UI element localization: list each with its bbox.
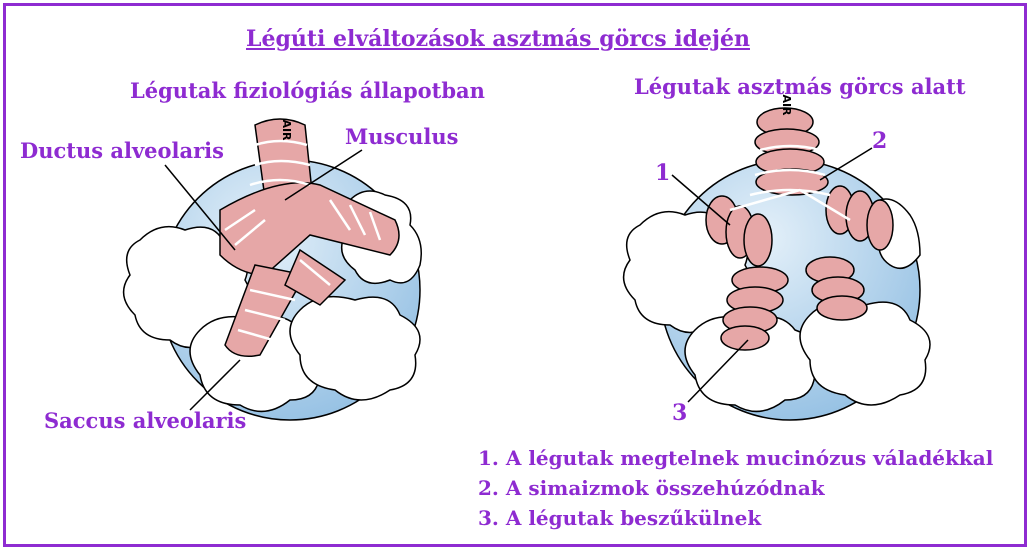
callout-1: 1: [655, 160, 671, 186]
legend-item-3: 3. A légutak beszűkülnek: [478, 506, 762, 530]
border-frame: [3, 3, 1027, 547]
callout-2: 2: [872, 128, 888, 154]
label-musculus: Musculus: [345, 124, 459, 149]
asthma-bronchi: [705, 107, 894, 351]
asthma-airway-diagram: AIR: [622, 94, 931, 421]
legend-item-1: 1. A légutak megtelnek mucinózus váladék…: [478, 446, 994, 470]
callout-1-line: [671, 174, 731, 226]
saccus-leader-line: [189, 359, 241, 411]
callout-3-line: [687, 339, 749, 403]
musculus-leader-line: [284, 149, 363, 201]
asthma-muscle-bands: [729, 144, 851, 222]
normal-air-label: AIR: [280, 119, 293, 141]
asthma-air-label: AIR: [780, 94, 793, 116]
left-panel-heading: Légutak fiziológiás állapotban: [130, 78, 485, 103]
callout-2-line: [819, 147, 873, 181]
label-saccus-alveolaris: Saccus alveolaris: [44, 408, 247, 433]
right-panel-heading: Légutak asztmás görcs alatt: [634, 74, 966, 99]
legend-item-2: 2. A simaizmok összehúzódnak: [478, 476, 825, 500]
label-ductus-alveolaris: Ductus alveolaris: [20, 138, 224, 163]
callout-3: 3: [672, 400, 688, 426]
page-title: Légúti elváltozások asztmás görcs idején: [246, 26, 750, 52]
normal-bronchi: [219, 118, 400, 357]
ductus-leader-line: [164, 164, 236, 251]
normal-airway-diagram: AIR: [122, 118, 422, 421]
normal-muscle-bands: [224, 139, 382, 342]
